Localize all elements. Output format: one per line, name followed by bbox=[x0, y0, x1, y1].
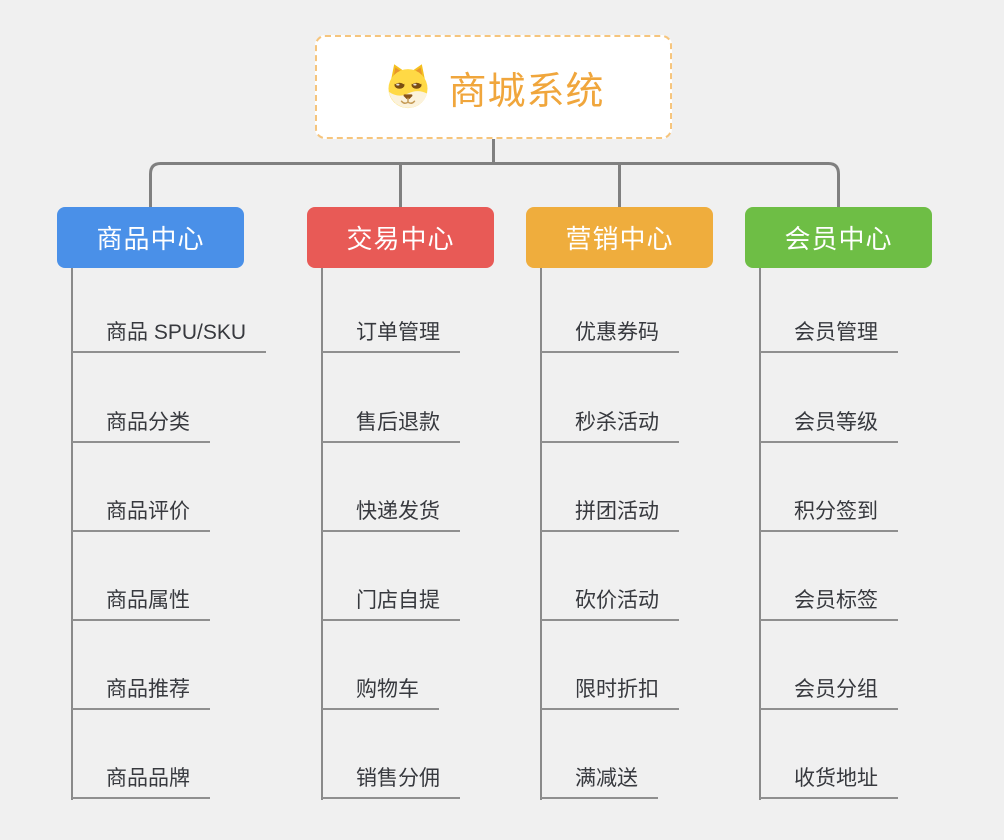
child-topic[interactable]: 商品品牌 bbox=[72, 761, 210, 799]
child-topic[interactable]: 满减送 bbox=[541, 761, 658, 799]
child-topic[interactable]: 会员管理 bbox=[760, 315, 898, 353]
branch-node-product-center[interactable]: 商品中心 bbox=[57, 207, 244, 268]
child-topic[interactable]: 收货地址 bbox=[760, 761, 898, 799]
child-topic[interactable]: 商品 SPU/SKU bbox=[72, 315, 267, 353]
child-topic[interactable]: 积分签到 bbox=[760, 494, 898, 532]
branch-node-member-center[interactable]: 会员中心 bbox=[745, 207, 932, 268]
child-topic[interactable]: 购物车 bbox=[322, 672, 439, 710]
child-topic[interactable]: 商品评价 bbox=[72, 494, 210, 532]
child-topic[interactable]: 砍价活动 bbox=[541, 583, 679, 621]
child-topic[interactable]: 门店自提 bbox=[322, 583, 460, 621]
root-node[interactable]: 商城系统 bbox=[315, 35, 672, 139]
child-topic[interactable]: 会员标签 bbox=[760, 583, 898, 621]
child-topic[interactable]: 商品分类 bbox=[72, 405, 210, 443]
branch-label: 商品中心 bbox=[96, 224, 205, 254]
child-topic[interactable]: 会员等级 bbox=[760, 405, 898, 443]
branch-label: 营销中心 bbox=[565, 224, 674, 254]
child-topic[interactable]: 售后退款 bbox=[322, 405, 460, 443]
child-topic[interactable]: 限时折扣 bbox=[541, 672, 679, 710]
child-topic[interactable]: 优惠券码 bbox=[541, 315, 679, 353]
root-title: 商城系统 bbox=[448, 70, 605, 113]
child-topic[interactable]: 快递发货 bbox=[322, 494, 460, 532]
child-topic[interactable]: 商品推荐 bbox=[72, 672, 210, 710]
doge-icon bbox=[388, 64, 428, 109]
child-topic[interactable]: 销售分佣 bbox=[322, 761, 460, 799]
child-topic[interactable]: 秒杀活动 bbox=[541, 405, 679, 443]
branch-node-trade-center[interactable]: 交易中心 bbox=[307, 207, 494, 268]
branch-label: 会员中心 bbox=[784, 224, 893, 254]
child-topic[interactable]: 订单管理 bbox=[322, 315, 460, 353]
branch-label: 交易中心 bbox=[346, 224, 455, 254]
child-topic[interactable]: 拼团活动 bbox=[541, 494, 679, 532]
child-topic[interactable]: 会员分组 bbox=[760, 672, 898, 710]
branch-node-marketing-center[interactable]: 营销中心 bbox=[526, 207, 713, 268]
child-topic[interactable]: 商品属性 bbox=[72, 583, 210, 621]
